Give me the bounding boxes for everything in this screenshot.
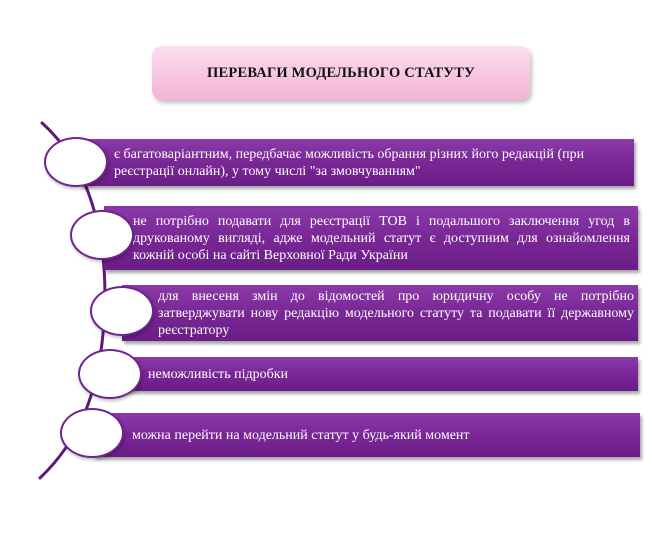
list-item-5-text: можна перейти на модельний статут у будь… (132, 427, 470, 443)
list-item-1-circle (44, 137, 108, 187)
list-item-2-circle (70, 210, 134, 260)
list-item-3-circle (90, 286, 154, 336)
title-box: ПЕРЕВАГИ МОДЕЛЬНОГО СТАТУТУ (152, 46, 530, 100)
list-item-5: можна перейти на модельний статут у будь… (94, 413, 640, 457)
list-item-3-text: для внесеня змін до відомостей про юриди… (158, 288, 634, 338)
list-item-1-text: є багатоваріантним, передбачає можливіст… (114, 146, 585, 179)
list-item-5-circle (60, 408, 124, 458)
diagram-title: ПЕРЕВАГИ МОДЕЛЬНОГО СТАТУТУ (207, 64, 475, 81)
list-item-4: неможливість підробки (110, 357, 638, 391)
list-item-4-circle (78, 349, 142, 399)
list-item-4-text: неможливість підробки (148, 366, 289, 382)
list-item-1: є багатоваріантним, передбачає можливіст… (80, 139, 634, 186)
list-item-3: для внесеня змін до відомостей про юриди… (122, 285, 638, 341)
list-item-2-text: не потрібно подавати для реєстрації ТОВ … (133, 213, 630, 263)
list-item-2: не потрібно подавати для реєстрації ТОВ … (104, 206, 638, 270)
